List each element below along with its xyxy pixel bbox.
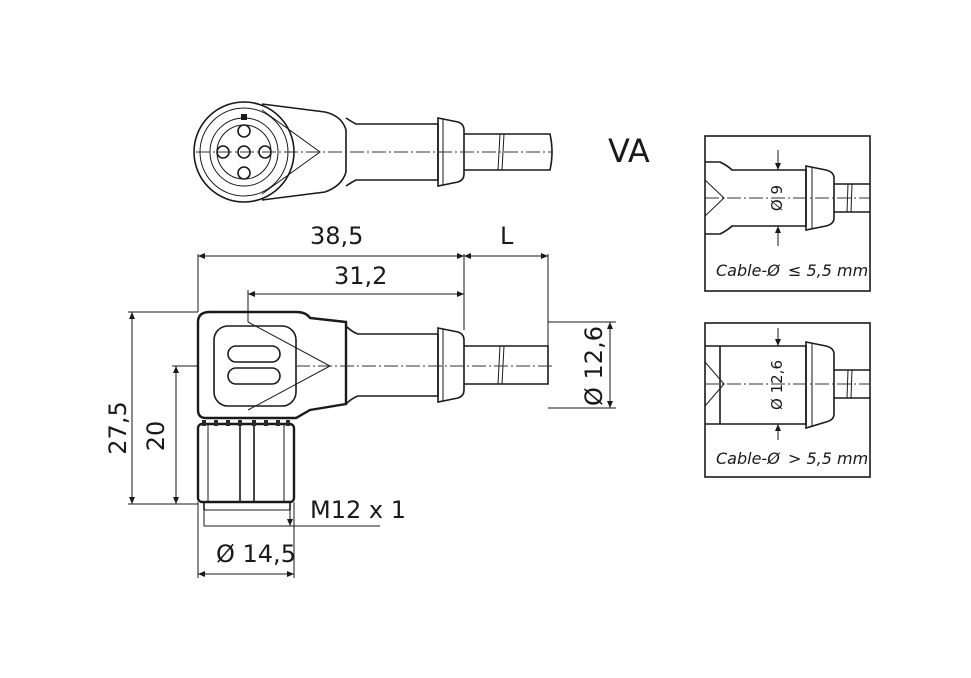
- detail2-diameter: Ø 12,6: [768, 360, 786, 410]
- detail2-cable-label: Cable-Ø: [716, 449, 780, 468]
- knurl-teeth: [202, 420, 290, 426]
- dimension-lines: [128, 253, 616, 578]
- detail-small-cable: [704, 135, 871, 292]
- dim-height: 27,5: [104, 401, 132, 454]
- coupling-nut: [196, 422, 296, 504]
- detail1-condition: ≤ 5,5 mm: [788, 261, 868, 280]
- detail1-cable-label: Cable-Ø: [716, 261, 780, 280]
- side-view: [196, 310, 552, 511]
- variant-label: VA: [608, 132, 650, 170]
- detail-large-cable: [704, 322, 871, 478]
- window-outline: [213, 325, 297, 407]
- dim-cable-length: L: [500, 222, 514, 250]
- dim-thread: M12 x 1: [310, 496, 406, 524]
- detail2-condition: > 5,5 mm: [788, 449, 868, 468]
- dim-total-length: 38,5: [310, 222, 363, 250]
- dim-body-length: 31,2: [334, 262, 387, 290]
- front-view: [193, 101, 553, 203]
- detail1-diameter: Ø 9: [768, 185, 786, 211]
- dim-cable-diameter: Ø 12,6: [580, 326, 608, 406]
- dim-nut-diameter: Ø 14,5: [216, 540, 296, 568]
- dim-nut-height: 20: [142, 421, 170, 452]
